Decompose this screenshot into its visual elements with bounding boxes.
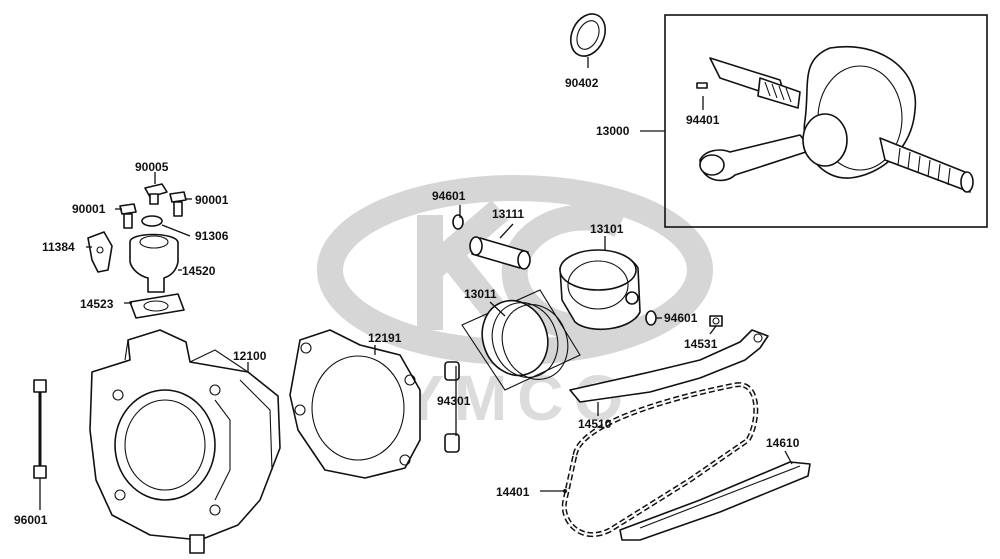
leader-lines <box>39 57 793 510</box>
label-13000: 13000 <box>596 124 630 138</box>
piston-pin-13111 <box>469 236 531 270</box>
tensioner-group <box>87 183 187 319</box>
clip-94601-top <box>452 214 464 230</box>
bolt-14531 <box>709 315 723 327</box>
label-14610: 14610 <box>766 436 800 450</box>
washer-90402 <box>569 13 607 57</box>
tensioner-arm-14510 <box>569 329 769 403</box>
piston-13101 <box>559 249 641 331</box>
cylinder-12100 <box>89 329 281 554</box>
label-91306: 91306 <box>195 229 229 243</box>
label-12100: 12100 <box>233 349 267 363</box>
label-14401: 14401 <box>496 485 530 499</box>
label-12191: 12191 <box>368 331 402 345</box>
label-90005: 90005 <box>135 160 169 174</box>
label-14520: 14520 <box>182 264 216 278</box>
stud-bolts-96001 <box>33 379 47 479</box>
label-90001-left: 90001 <box>72 202 106 216</box>
label-94601-top: 94601 <box>432 189 466 203</box>
label-14523: 14523 <box>80 297 114 311</box>
label-96001: 96001 <box>14 513 48 527</box>
gasket-12191 <box>289 329 421 479</box>
label-90001-right: 90001 <box>195 193 229 207</box>
chain-guide-14610 <box>619 461 811 541</box>
crankshaft-assembly-box <box>664 14 988 228</box>
label-11384: 11384 <box>42 240 75 254</box>
label-13011: 13011 <box>464 287 497 301</box>
piston-rings-13011 <box>461 289 581 391</box>
part-labels: 90402 13000 94401 90005 90001 90001 9130… <box>14 76 800 527</box>
label-94401: 94401 <box>686 113 720 127</box>
label-94601-right: 94601 <box>664 311 698 325</box>
label-13111: 13111 <box>492 207 524 221</box>
label-14510: 14510 <box>578 417 612 431</box>
cam-chain-14401 <box>561 382 759 538</box>
clip-94601-right <box>645 310 657 326</box>
label-90402: 90402 <box>565 76 599 90</box>
label-94301: 94301 <box>437 394 471 408</box>
label-14531: 14531 <box>684 337 718 351</box>
label-13101: 13101 <box>590 222 624 236</box>
